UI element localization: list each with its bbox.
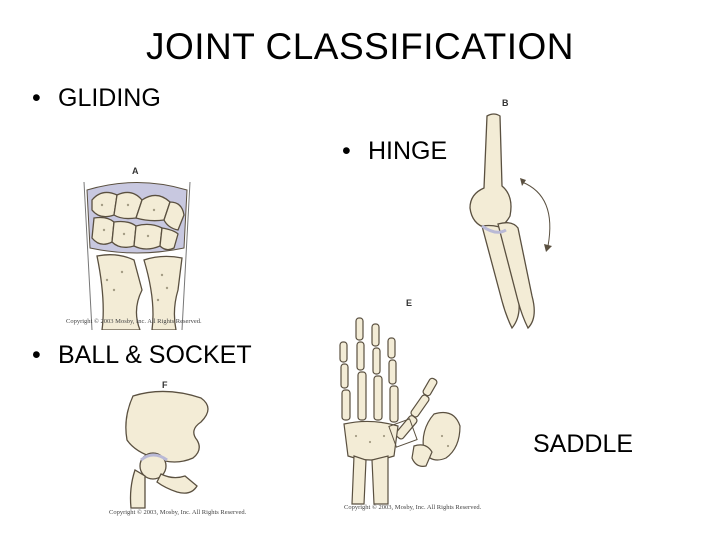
bullet-hinge-label: HINGE bbox=[368, 137, 448, 165]
hand-copyright: Copyright © 2003, Mosby, Inc. All Rights… bbox=[344, 504, 482, 511]
hip-copyright: Copyright © 2003, Mosby, Inc. All Rights… bbox=[109, 509, 247, 516]
hand-illustration: E Copyright © 2003, Mosby bbox=[326, 296, 496, 511]
slide-title: JOINT CLASSIFICATION bbox=[145, 26, 575, 67]
elbow-hinge-joint-icon bbox=[469, 113, 552, 330]
figure-letter-e: E bbox=[406, 298, 413, 308]
wrist-illustration: A Co bbox=[62, 160, 212, 330]
wrist-copyright: Copyright © 2003 Mosby, Inc. All Rights … bbox=[66, 318, 202, 325]
bullet-hinge: • HINGE bbox=[342, 137, 447, 166]
elbow-illustration: B bbox=[462, 96, 562, 332]
bullet-gliding-label: GLIDING bbox=[58, 84, 161, 112]
bullet-marker: • bbox=[342, 137, 351, 165]
wrist-carpal-bones-icon bbox=[83, 181, 191, 330]
figure-letter-f: F bbox=[162, 380, 168, 390]
bullet-ball-socket: • BALL & SOCKET bbox=[32, 341, 252, 370]
bullet-gliding: • GLIDING bbox=[32, 84, 161, 113]
bullet-marker: • bbox=[32, 84, 41, 112]
hand-saddle-joint-icon bbox=[339, 317, 461, 505]
bullet-marker: • bbox=[32, 341, 41, 369]
saddle-label: SADDLE bbox=[533, 430, 634, 458]
hip-illustration: F Copyright © 2003, Mosby, Inc. All Righ… bbox=[105, 378, 246, 518]
bullet-ball-socket-label: BALL & SOCKET bbox=[58, 341, 252, 369]
hip-ball-socket-icon bbox=[125, 390, 209, 509]
figure-letter-b: B bbox=[502, 98, 509, 108]
figure-letter-a: A bbox=[132, 166, 139, 176]
